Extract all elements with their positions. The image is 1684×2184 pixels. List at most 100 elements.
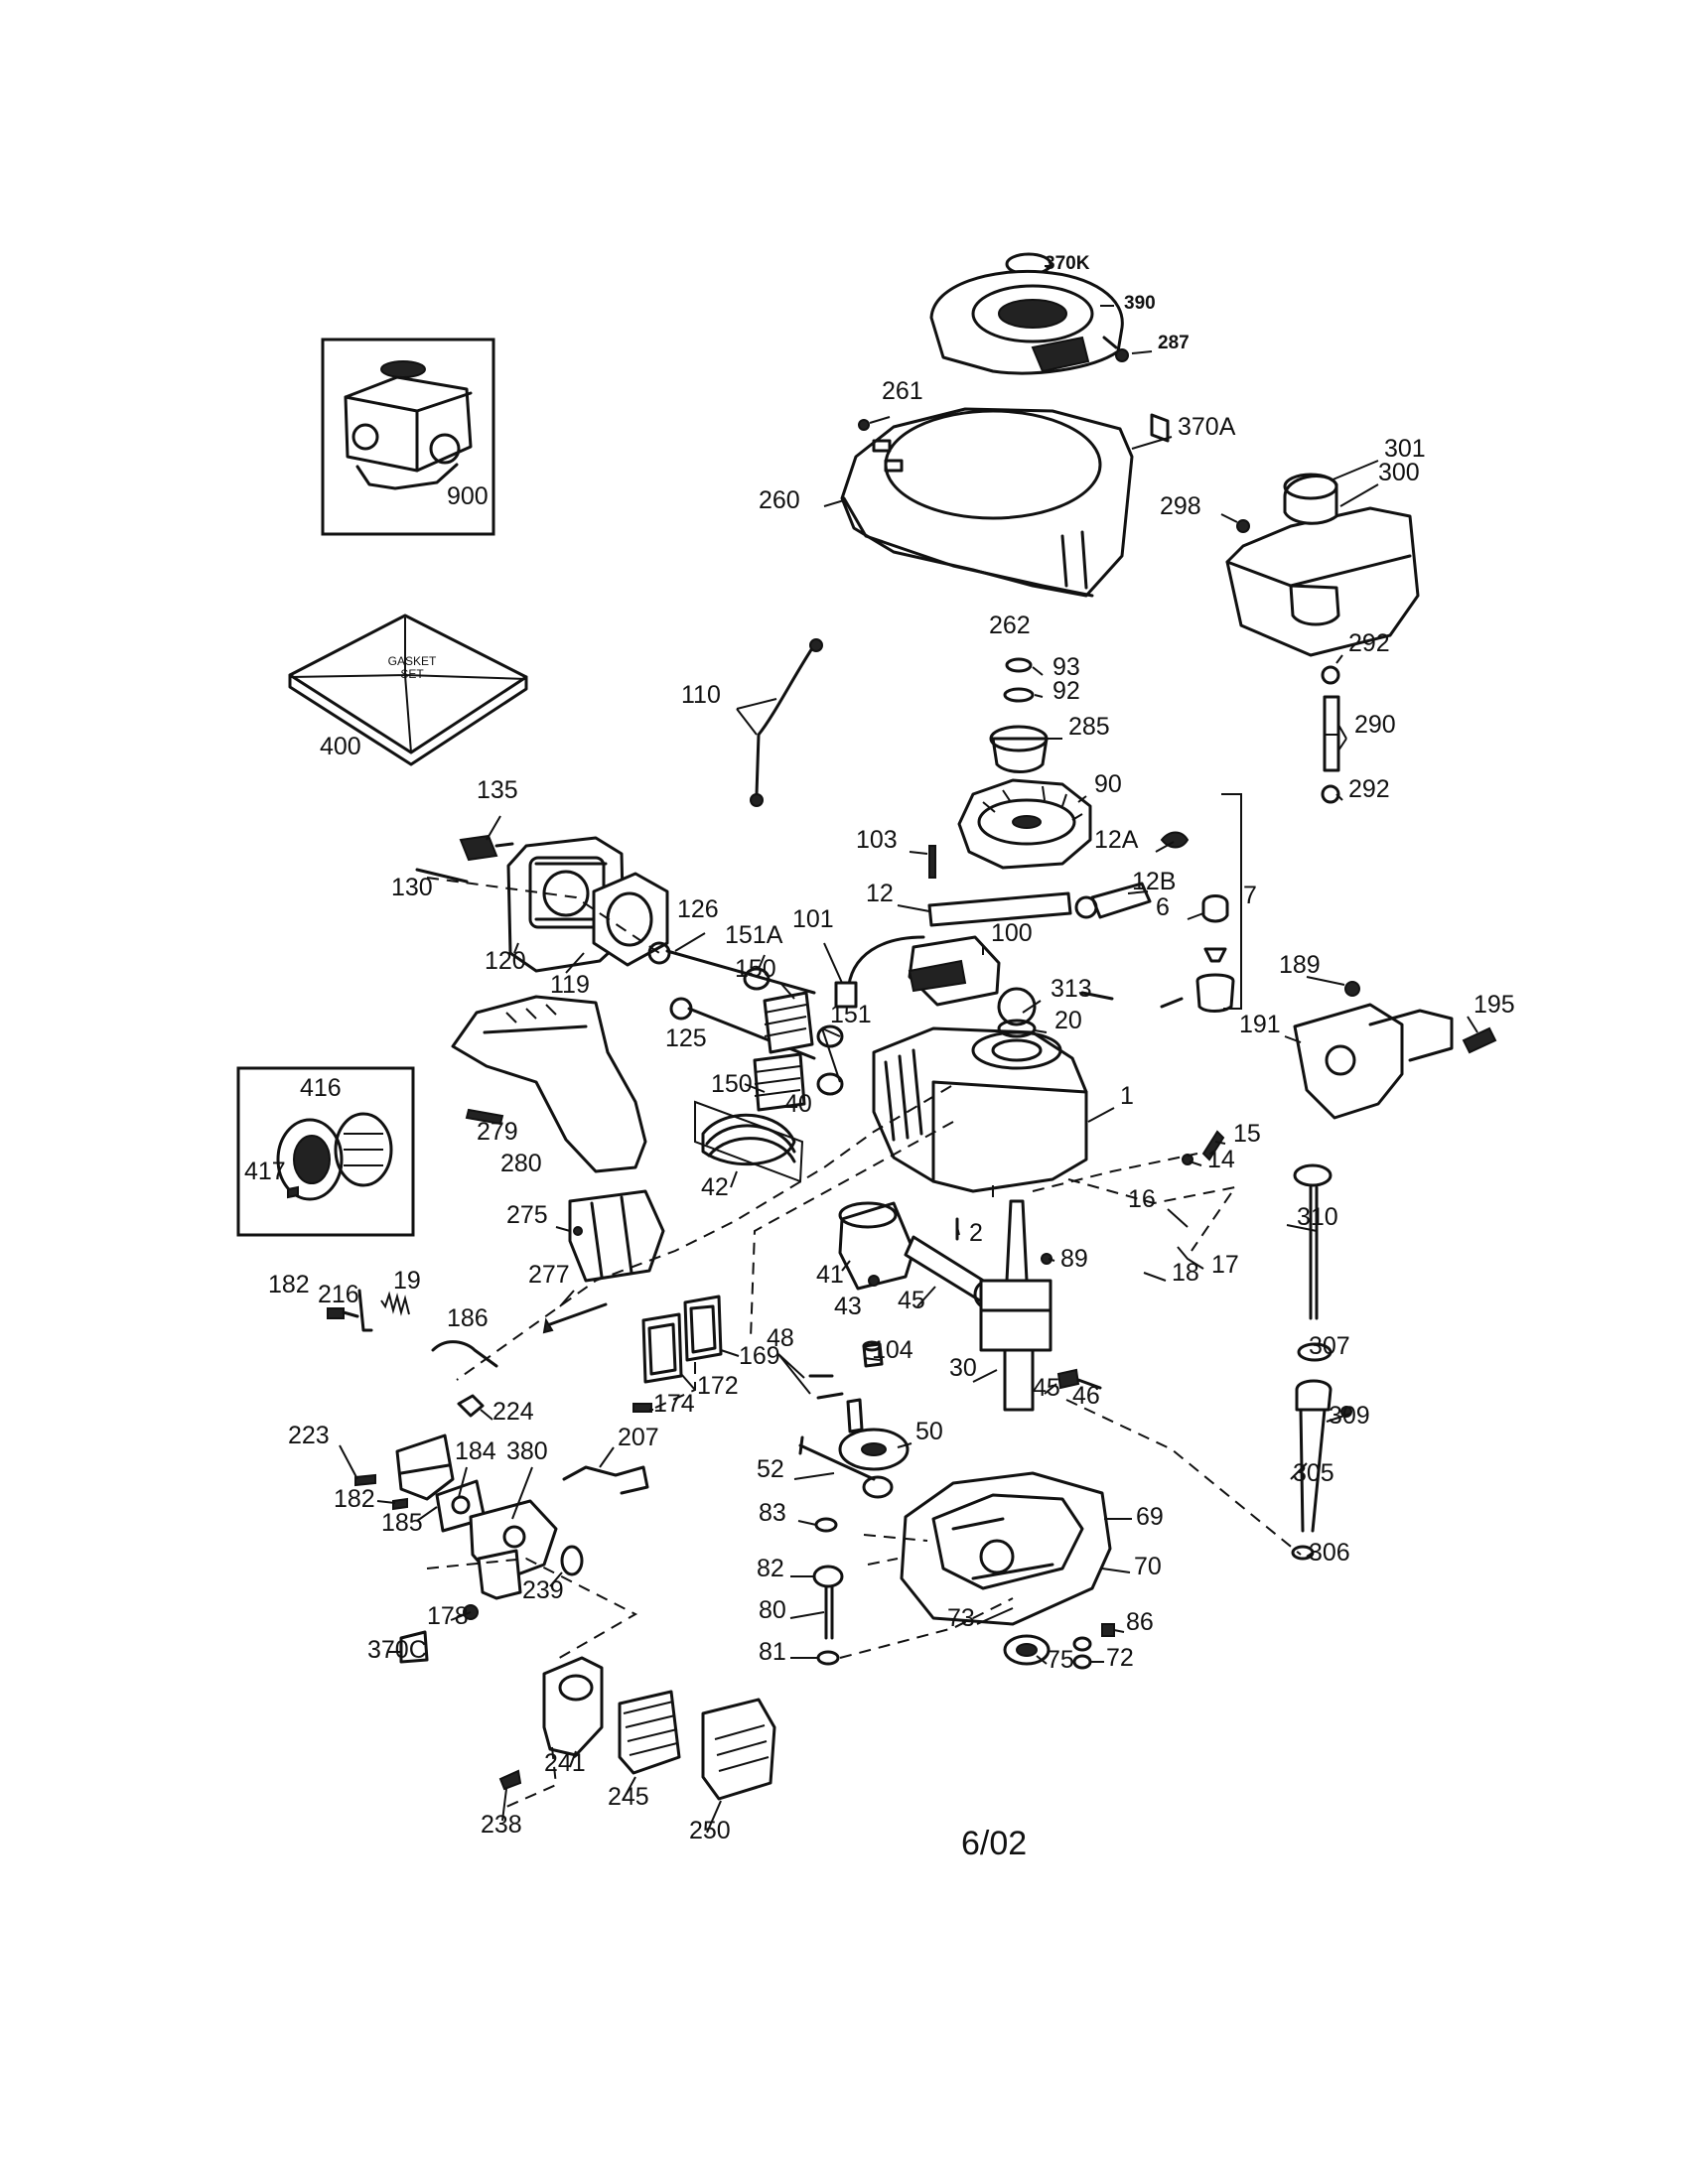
part-label-104: 104 — [872, 1336, 913, 1364]
part-label-14: 14 — [1207, 1146, 1235, 1173]
part-label-292a: 292 — [1348, 629, 1390, 657]
part-label-417: 417 — [244, 1158, 286, 1185]
part-label-290: 290 — [1354, 711, 1396, 739]
part-label-126: 126 — [677, 895, 719, 923]
part-label-12A: 12A — [1094, 826, 1139, 854]
part-label-92: 92 — [1052, 677, 1080, 705]
part-label-380: 380 — [506, 1437, 548, 1465]
part-label-19: 19 — [393, 1267, 421, 1295]
part-label-46: 46 — [1072, 1382, 1100, 1410]
part-label-280: 280 — [500, 1150, 542, 1177]
part-label-416: 416 — [300, 1074, 342, 1102]
cylinder-block — [872, 987, 1225, 1193]
fuel-tank — [1225, 473, 1420, 804]
governor-spring-linkage — [327, 1289, 498, 1418]
air-cleaner — [498, 1656, 776, 1801]
fuel-line — [927, 882, 1235, 1013]
part-label-93: 93 — [1052, 653, 1080, 681]
piston-rings — [694, 1100, 804, 1183]
part-label-309: 309 — [1329, 1402, 1370, 1430]
breather-inset-frame — [236, 1066, 415, 1237]
part-label-80: 80 — [759, 1596, 786, 1624]
part-label-298: 298 — [1160, 492, 1201, 520]
part-label-285: 285 — [1068, 713, 1110, 741]
engine-assembly-illustration — [344, 360, 473, 490]
rocker-cover — [451, 995, 647, 1173]
diagram-date: 6/02 — [961, 1825, 1028, 1862]
carburetor-assembly — [354, 1433, 649, 1664]
part-label-223: 223 — [288, 1422, 330, 1449]
part-label-313: 313 — [1051, 975, 1092, 1003]
part-label-224: 224 — [492, 1398, 534, 1426]
muffler — [542, 1189, 665, 1334]
part-label-18: 18 — [1172, 1259, 1199, 1287]
intake-gaskets — [632, 1295, 723, 1413]
valve-train — [647, 941, 844, 1112]
part-label-70: 70 — [1134, 1553, 1162, 1580]
part-label-186: 186 — [447, 1304, 489, 1332]
part-label-182b: 182 — [334, 1485, 375, 1513]
part-label-191: 191 — [1239, 1011, 1281, 1038]
part-label-245: 245 — [608, 1783, 649, 1811]
part-label-250: 250 — [689, 1817, 731, 1844]
gasket-set-package — [288, 614, 528, 766]
part-label-40: 40 — [784, 1090, 812, 1118]
part-label-151: 151 — [830, 1001, 872, 1028]
part-label-72: 72 — [1106, 1644, 1134, 1672]
callout-leader-lines — [339, 265, 1478, 1834]
crankshaft — [979, 1199, 1102, 1412]
part-label-169: 169 — [739, 1342, 780, 1370]
engine-inset-frame — [321, 338, 495, 536]
part-label-83: 83 — [759, 1499, 786, 1527]
part-label-287: 287 — [1158, 333, 1190, 353]
part-label-125: 125 — [665, 1024, 707, 1052]
part-label-12: 12 — [866, 880, 894, 907]
part-label-130: 130 — [391, 874, 433, 901]
breather-assembly — [276, 1112, 393, 1201]
part-label-75: 75 — [1047, 1646, 1074, 1674]
part-label-150b: 150 — [711, 1070, 753, 1098]
part-label-20: 20 — [1054, 1007, 1082, 1034]
part-label-43: 43 — [834, 1293, 862, 1320]
part-label-172: 172 — [697, 1372, 739, 1400]
part-label-370C: 370C — [367, 1636, 427, 1664]
part-label-42: 42 — [701, 1173, 729, 1201]
part-label-48: 48 — [767, 1324, 794, 1352]
part-label-100: 100 — [991, 919, 1033, 947]
part-label-400: 400 — [320, 733, 361, 760]
part-label-182a: 182 — [268, 1271, 310, 1298]
camshaft-gear — [798, 1340, 910, 1666]
part-label-2: 2 — [969, 1219, 983, 1247]
part-label-279: 279 — [477, 1118, 518, 1146]
part-label-30: 30 — [949, 1354, 977, 1382]
part-label-120: 120 — [485, 947, 526, 975]
part-label-151A: 151A — [725, 921, 783, 949]
part-label-189: 189 — [1279, 951, 1321, 979]
part-label-390: 390 — [1124, 293, 1156, 314]
part-label-90: 90 — [1094, 770, 1122, 798]
part-label-45b: 45 — [1033, 1374, 1060, 1402]
flywheel-assembly — [928, 657, 1190, 879]
part-label-6: 6 — [1156, 893, 1170, 921]
part-label-241: 241 — [544, 1749, 586, 1777]
part-label-301: 301 — [1384, 435, 1426, 463]
part-label-310: 310 — [1297, 1203, 1338, 1231]
part-label-178: 178 — [427, 1602, 469, 1630]
part-label-15: 15 — [1233, 1120, 1261, 1148]
part-label-260: 260 — [759, 486, 800, 514]
gasket-set-text: GASKET SET — [387, 654, 437, 681]
part-label-81: 81 — [759, 1638, 786, 1666]
part-label-69: 69 — [1136, 1503, 1164, 1531]
part-label-239: 239 — [522, 1576, 564, 1604]
ground-wire — [755, 643, 816, 796]
part-label-207: 207 — [618, 1424, 659, 1451]
part-label-306: 306 — [1309, 1539, 1350, 1567]
part-label-300: 300 — [1378, 459, 1420, 486]
part-label-45a: 45 — [898, 1287, 925, 1314]
part-label-195: 195 — [1474, 991, 1515, 1019]
part-label-216: 216 — [318, 1281, 359, 1308]
part-label-261: 261 — [882, 377, 923, 405]
governor-control-bracket — [1293, 981, 1497, 1120]
part-label-86: 86 — [1126, 1608, 1154, 1636]
part-label-262: 262 — [989, 612, 1031, 639]
